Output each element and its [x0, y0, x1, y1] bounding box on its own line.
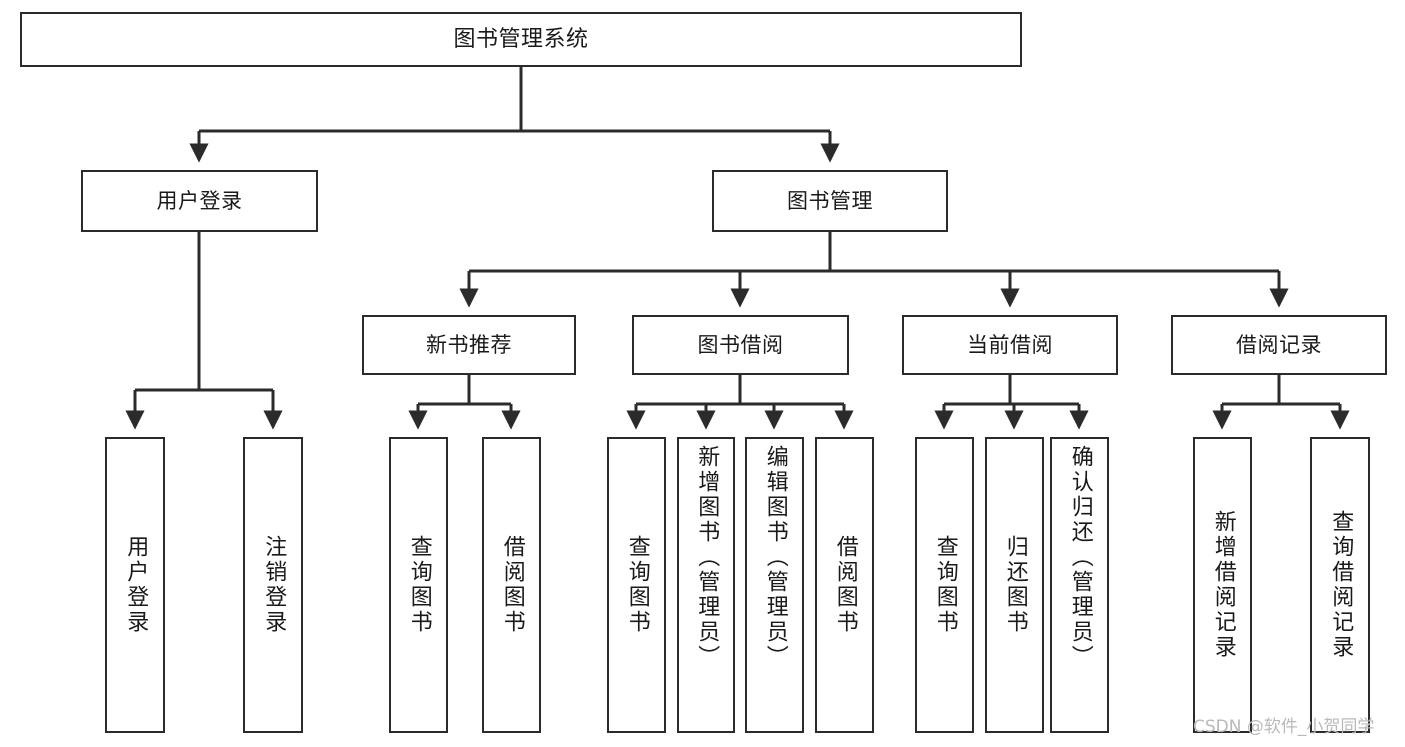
node-label: 注销登录: [261, 535, 287, 635]
node-book-borrow[interactable]: 图书借阅: [632, 315, 849, 375]
leaf-user-login-logout[interactable]: 注销登录: [243, 437, 303, 733]
node-label: 新增借阅记录: [1210, 510, 1236, 660]
node-root-system[interactable]: 图书管理系统: [20, 12, 1022, 67]
node-label: 查询借阅记录: [1328, 510, 1354, 660]
leaf-book-borrow-query-book[interactable]: 查询图书: [607, 437, 666, 733]
node-label: 当前借阅: [967, 332, 1053, 357]
node-label: 新书推荐: [426, 332, 512, 357]
node-user-login[interactable]: 用户登录: [81, 170, 318, 232]
node-label: 借阅图书: [832, 535, 858, 635]
node-label: 归还图书: [1002, 535, 1028, 635]
node-label: 用户登录: [156, 188, 243, 213]
node-current-borrow[interactable]: 当前借阅: [902, 315, 1118, 375]
leaf-borrow-record-query-record[interactable]: 查询借阅记录: [1310, 437, 1370, 733]
node-label: 图书借阅: [697, 332, 784, 357]
node-label: 查询图书: [624, 535, 650, 635]
leaf-new-book-query-book[interactable]: 查询图书: [389, 437, 448, 733]
watermark: CSDN @软件_小贺同学: [1193, 717, 1375, 737]
node-label: 图书管理系统: [453, 26, 589, 52]
node-label: 编辑图书（管理员）: [762, 445, 788, 670]
node-label: 用户登录: [123, 535, 149, 635]
leaf-book-borrow-borrow-book[interactable]: 借阅图书: [815, 437, 874, 733]
leaf-new-book-borrow-book[interactable]: 借阅图书: [482, 437, 541, 733]
node-book-management[interactable]: 图书管理: [712, 170, 948, 232]
node-new-book-recommend[interactable]: 新书推荐: [362, 315, 576, 375]
node-label: 借阅记录: [1236, 332, 1322, 357]
node-label: 查询图书: [932, 535, 958, 635]
node-label: 查询图书: [406, 535, 432, 635]
leaf-user-login-login[interactable]: 用户登录: [105, 437, 165, 733]
leaf-book-borrow-add-book-admin[interactable]: 新增图书（管理员）: [677, 437, 735, 733]
leaf-current-borrow-return-book[interactable]: 归还图书: [985, 437, 1044, 733]
leaf-current-borrow-confirm-return-admin[interactable]: 确认归还（管理员）: [1050, 437, 1109, 733]
leaf-current-borrow-query-book[interactable]: 查询图书: [915, 437, 974, 733]
node-label: 新增图书（管理员）: [694, 445, 720, 670]
node-borrow-record[interactable]: 借阅记录: [1171, 315, 1387, 375]
node-label: 借阅图书: [499, 535, 525, 635]
node-label: 图书管理: [787, 188, 873, 213]
leaf-borrow-record-add-record[interactable]: 新增借阅记录: [1193, 437, 1252, 733]
node-label: 确认归还（管理员）: [1067, 445, 1093, 670]
leaf-book-borrow-edit-book-admin[interactable]: 编辑图书（管理员）: [745, 437, 804, 733]
